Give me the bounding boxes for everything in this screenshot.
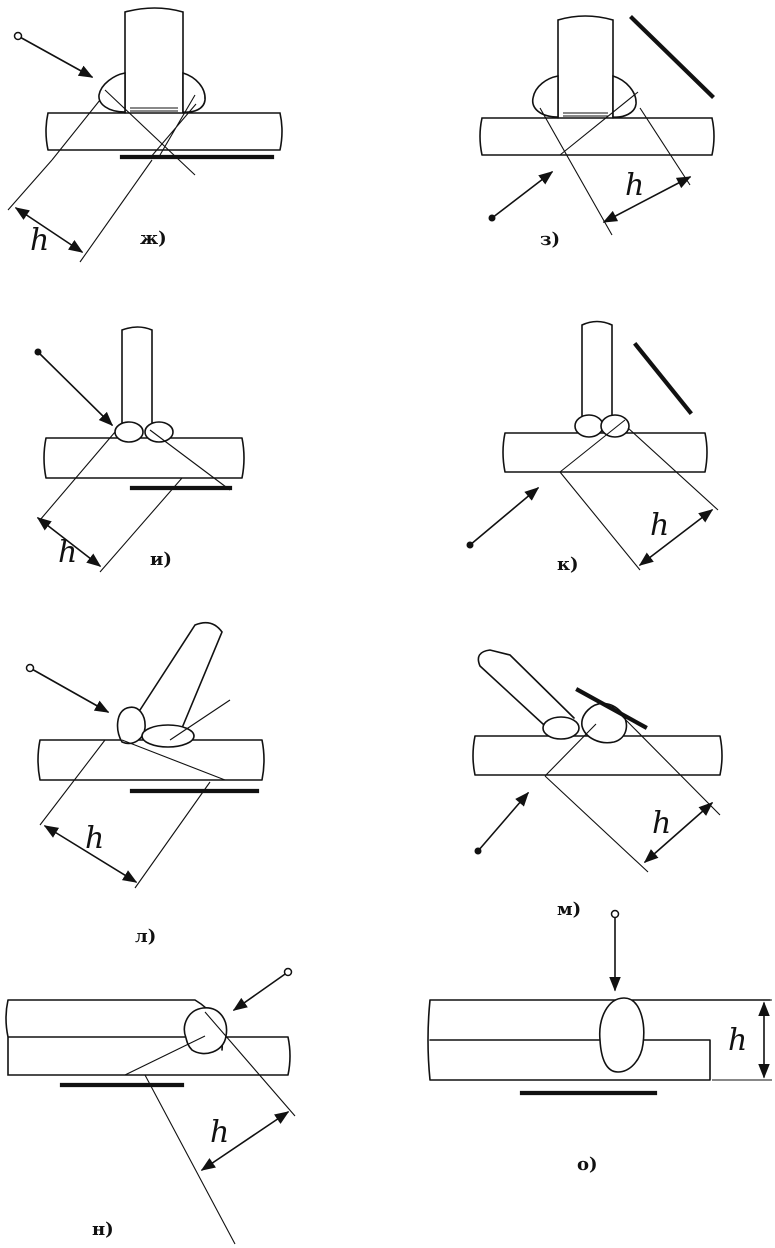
weld-gap (130, 107, 178, 112)
dim-label-h: h (58, 535, 77, 570)
inclined-plate (139, 621, 223, 741)
dim-arrow-h (643, 802, 714, 863)
source-point (13, 31, 23, 41)
weld-bead-left (114, 421, 144, 443)
weld-bead-left (531, 75, 559, 118)
dim-label-h: h (652, 806, 671, 841)
dim-label-h: h (85, 821, 104, 856)
weld-bead-right (600, 414, 630, 438)
vertical-plate (557, 15, 614, 119)
beam-lines (39, 699, 231, 889)
beam-lines (539, 91, 691, 236)
film (575, 687, 648, 730)
inclined-plate (477, 649, 575, 737)
dim-label-h: h (650, 508, 669, 543)
dim-label-h: h (210, 1115, 229, 1150)
panel-k: h к) (466, 320, 719, 575)
base-plate (45, 112, 283, 151)
caption-n: н) (92, 1219, 114, 1240)
caption-zh: ж) (140, 228, 167, 249)
beam-lines (544, 705, 721, 873)
base-plate (502, 432, 708, 473)
caption-l: л) (135, 926, 156, 947)
caption-z: з) (540, 229, 560, 250)
source-point (466, 541, 474, 549)
weld-bead-right (612, 74, 637, 118)
source-arrow (469, 487, 540, 546)
base-plate (43, 437, 245, 479)
source-arrow (37, 351, 114, 427)
dim-extension-lines (7, 159, 153, 263)
weld-gap (563, 112, 608, 117)
source-arrow (477, 791, 529, 852)
caption-m: м) (557, 899, 581, 920)
weld-bead-left (574, 414, 604, 438)
weld-bead-left (116, 706, 146, 745)
dim-arrow-h (200, 1111, 290, 1171)
caption-o: о) (577, 1154, 598, 1175)
base-plate (479, 117, 715, 156)
source-arrow (232, 971, 289, 1011)
beam-lines (124, 1011, 296, 1245)
panel-m: h м) (472, 649, 723, 920)
source-point (34, 348, 42, 356)
dim-extension-lines (712, 999, 772, 1081)
source-arrow (29, 667, 110, 713)
vertical-plate (124, 7, 184, 114)
beam-lines (559, 419, 719, 571)
weld-bead-left (98, 72, 126, 113)
panel-i: h и) (34, 326, 245, 573)
weld-bead (183, 1007, 228, 1055)
panel-o: h о) (427, 909, 772, 1175)
vertical-plate (121, 326, 153, 439)
panel-z: h з) (479, 15, 715, 250)
source-point (488, 214, 496, 222)
weld-bead-right (141, 724, 195, 748)
source-point (474, 847, 482, 855)
dim-arrow-h (602, 176, 692, 223)
weld-bead-right (581, 702, 628, 744)
weld-bead-left (542, 716, 580, 740)
dim-arrow-h (14, 207, 84, 253)
dim-label-h: h (625, 168, 644, 203)
caption-k: к) (557, 554, 579, 575)
weld-bead (599, 997, 645, 1073)
dim-label-h: h (728, 1023, 747, 1058)
source-arrow (17, 35, 94, 78)
film (629, 15, 715, 99)
source-point (283, 967, 293, 977)
vertical-plate (581, 320, 613, 434)
weld-bead-right (144, 421, 174, 443)
film (633, 342, 693, 415)
base-plate (37, 739, 265, 781)
panel-zh: h ж) (7, 7, 283, 263)
dim-arrow-h (638, 509, 714, 566)
dim-arrow-h (36, 517, 102, 567)
panel-l: h л) (25, 621, 265, 947)
beam-lines (51, 89, 197, 176)
source-point (25, 663, 35, 673)
lap-plates (427, 999, 771, 1081)
dim-label-h: h (30, 223, 49, 258)
beam-lines (39, 429, 231, 573)
panel-n: h н) (5, 967, 296, 1245)
caption-i: и) (150, 549, 172, 570)
dim-arrow-h (43, 825, 138, 883)
source-point (610, 909, 620, 919)
source-arrow (491, 171, 554, 219)
